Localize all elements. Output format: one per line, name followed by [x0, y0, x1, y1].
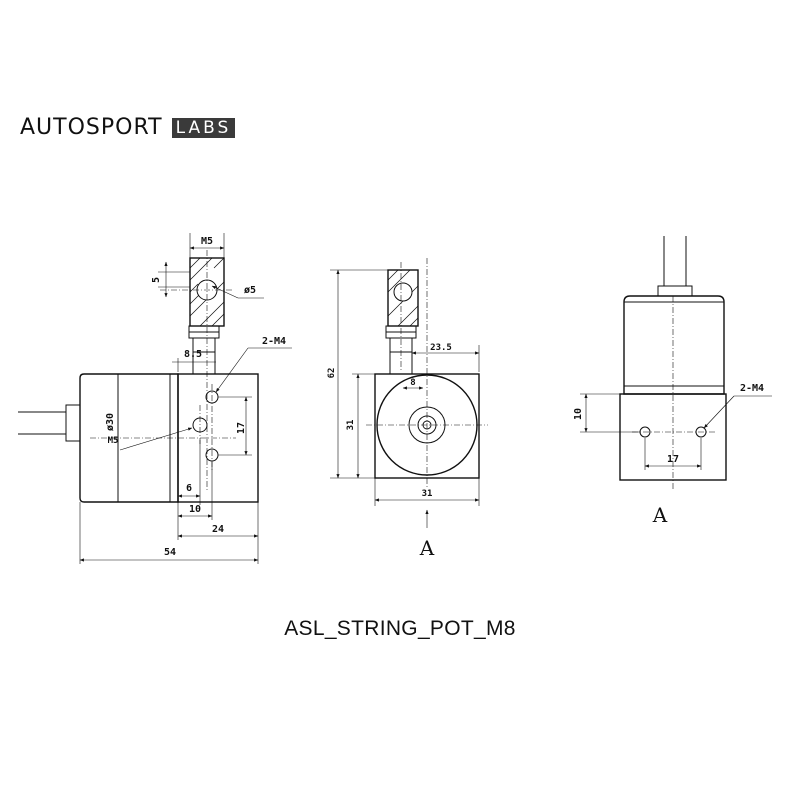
- brand-logo: AUTOSPORT LABS: [20, 115, 236, 140]
- view-a-label: A: [652, 503, 668, 527]
- clevis-head: [189, 257, 225, 327]
- side-view: M5 5 ø5 8.5 2-M4 17 ø30: [18, 233, 292, 564]
- dim-head: 5: [151, 277, 162, 283]
- dim-thread: M5: [201, 236, 213, 247]
- brand-name: AUTOSPORT: [20, 115, 163, 140]
- view-arrow-label: A: [419, 536, 435, 560]
- view-a-body: [623, 295, 725, 395]
- dim-offset-10: 10: [189, 504, 201, 515]
- dim-hub: 8: [410, 378, 415, 388]
- dim-block-len: 24: [212, 524, 224, 535]
- cable-gland: [65, 404, 81, 442]
- dim-body-dia: ø30: [105, 413, 116, 431]
- dim-height: 62: [327, 368, 337, 379]
- front-view: 62 23.5 8 31 31 A: [327, 258, 488, 560]
- dim-hole-dia: ø5: [244, 285, 256, 296]
- view-a-dim-hole-height: 10: [573, 408, 584, 420]
- view-a-dim-holes: 2-M4: [740, 383, 764, 394]
- dim-block-h: 31: [346, 420, 356, 431]
- brand-name-box: LABS: [171, 118, 236, 138]
- dim-offset: 23.5: [430, 343, 452, 353]
- dim-shank: 8.5: [184, 349, 202, 360]
- view-a: 2-M4 10 17 A: [573, 236, 772, 527]
- dim-overall-len: 54: [164, 547, 176, 558]
- dim-body-thread: M5: [108, 436, 119, 446]
- part-number-caption: ASL_STRING_POT_M8: [284, 617, 516, 640]
- dim-hole-spacing: 17: [236, 422, 247, 434]
- front-clevis: [387, 269, 419, 327]
- dim-offset-6: 6: [186, 483, 192, 494]
- view-a-dim-hole-spacing: 17: [667, 454, 679, 465]
- dim-block-w: 31: [422, 489, 433, 499]
- dim-holes: 2-M4: [262, 336, 286, 347]
